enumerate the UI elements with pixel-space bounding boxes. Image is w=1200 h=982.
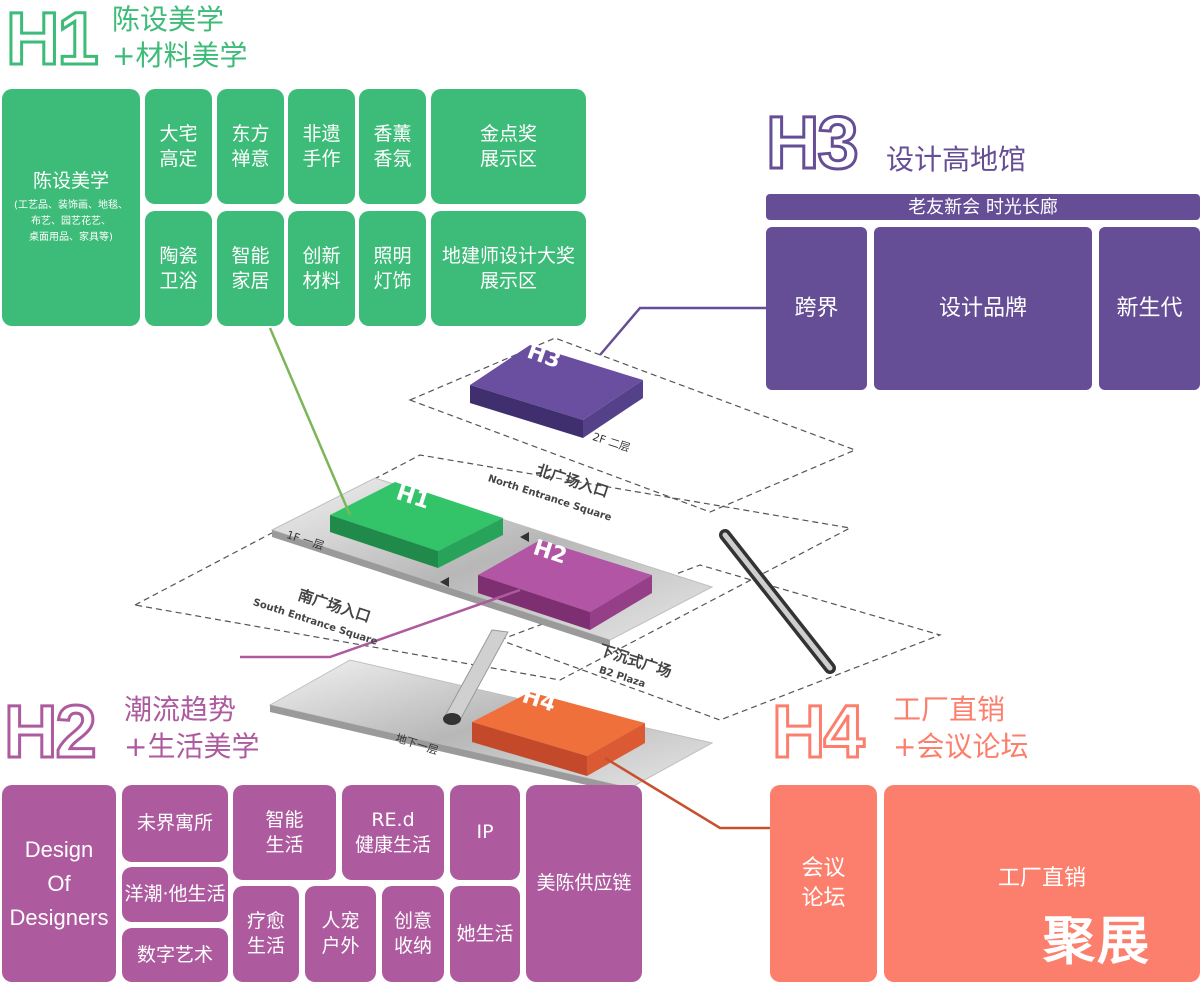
block-h1-top <box>330 482 503 551</box>
connector-h1 <box>268 327 352 516</box>
h1-tile[interactable]: 照明 灯饰 <box>359 211 426 326</box>
connector-h3 <box>599 306 766 356</box>
h2-tile[interactable]: 洋潮·他生活 <box>122 867 228 922</box>
brand-logo: 聚展 <box>1043 912 1152 972</box>
h4-tile[interactable]: 会议 论坛 <box>770 785 877 982</box>
block-h2-top <box>478 540 652 612</box>
h1-tile[interactable]: 陶瓷 卫浴 <box>145 211 212 326</box>
h2-tile[interactable]: RE.d 健康生活 <box>342 785 444 880</box>
h1-tile[interactable]: 大宅 高定 <box>145 89 212 204</box>
h1-title-line1: 陈设美学 <box>112 3 225 36</box>
h2-title-line1: 潮流趋势 <box>124 693 237 726</box>
h1-code: H1 <box>5 0 101 80</box>
h4-tile[interactable]: 工厂直销 <box>884 785 1200 982</box>
h2-tile[interactable]: IP <box>450 785 520 880</box>
h3-code: H3 <box>765 101 861 184</box>
h2-tile[interactable]: 未界寓所 <box>122 785 228 862</box>
h2-tile[interactable]: 创意 收纳 <box>382 886 444 982</box>
h2-tile[interactable]: 她生活 <box>450 886 520 982</box>
h1-title-line2: +材料美学 <box>112 39 248 72</box>
h1-main-tile[interactable]: 陈设美学 (工艺品、装饰画、地毯、 布艺、园艺花艺、 桌面用品、家具等) <box>2 89 140 326</box>
h3-title: 设计高地馆 <box>886 143 1027 176</box>
h2-tile[interactable]: 美陈供应链 <box>526 785 642 982</box>
h2-title-line2: +生活美学 <box>124 730 260 763</box>
h3-tile[interactable]: 跨界 <box>766 227 867 390</box>
h3-tile[interactable]: 设计品牌 <box>874 227 1092 390</box>
h1-main-label: 陈设美学 <box>32 170 109 192</box>
h2-tile[interactable]: Design Of Designers <box>2 785 116 982</box>
h2-tile[interactable]: 智能 生活 <box>233 785 336 880</box>
h1-tile[interactable]: 创新 材料 <box>288 211 355 326</box>
h4-title-line1: 工厂直销 <box>893 693 1006 726</box>
connector-h4 <box>604 756 770 830</box>
h1-tile[interactable]: 地建师设计大奖 展示区 <box>431 211 586 326</box>
h4-title-line2: +会议论坛 <box>893 730 1029 763</box>
h3-banner[interactable]: 老友新会 时光长廊 <box>766 194 1200 220</box>
h1-tile[interactable]: 东方 禅意 <box>217 89 284 204</box>
block-h4-top <box>472 692 645 756</box>
h3-tile[interactable]: 新生代 <box>1099 227 1200 390</box>
h4-code: H4 <box>771 690 867 773</box>
h1-main-sub: (工艺品、装饰画、地毯、 布艺、园艺花艺、 桌面用品、家具等) <box>14 200 128 243</box>
h2-tile[interactable]: 数字艺术 <box>122 928 228 982</box>
connector-h2 <box>240 588 521 659</box>
h2-tile[interactable]: 疗愈 生活 <box>233 886 299 982</box>
h1-tile[interactable]: 香薰 香氛 <box>359 89 426 204</box>
h1-tile[interactable]: 非遗 手作 <box>288 89 355 204</box>
h1-tile[interactable]: 金点奖 展示区 <box>431 89 586 204</box>
h1-tile[interactable]: 智能 家居 <box>217 211 284 326</box>
block-h3-top <box>470 345 643 420</box>
h2-tile[interactable]: 人宠 户外 <box>305 886 376 982</box>
floor-2f-outline <box>408 337 857 513</box>
h2-code: H2 <box>3 690 99 773</box>
